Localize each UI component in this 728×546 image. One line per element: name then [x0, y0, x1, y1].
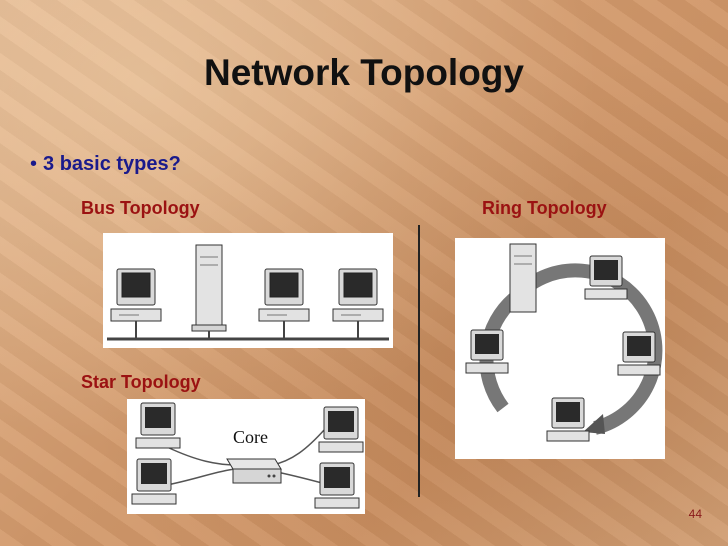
server-icon	[191, 244, 227, 332]
bus-diagram-svg	[107, 244, 389, 341]
hub-icon	[226, 458, 282, 484]
slide-title: Network Topology	[204, 52, 524, 93]
bus-topology-diagram	[103, 233, 393, 348]
bus-topology-label: Bus Topology	[81, 198, 200, 218]
bullet-text: 3 basic types?	[43, 153, 181, 175]
computer-icon	[258, 268, 310, 322]
computer-icon	[110, 268, 162, 322]
star-diagram-svg: Core	[131, 402, 364, 509]
core-label: Core	[233, 427, 268, 447]
ring-topology-label: Ring Topology	[482, 198, 607, 218]
bullet-marker: •	[30, 153, 38, 175]
star-topology-label: Star Topology	[81, 372, 201, 392]
server-icon	[509, 243, 537, 313]
ring-topology-diagram	[455, 238, 665, 459]
computer-icon	[617, 331, 661, 376]
arrow-icon	[583, 414, 605, 434]
ring-diagram-svg	[465, 243, 663, 442]
computer-icon	[584, 255, 628, 300]
computer-icon	[135, 402, 181, 449]
computer-icon	[332, 268, 384, 322]
divider-line	[418, 225, 420, 497]
bullet-item: • 3 basic types?	[30, 153, 181, 176]
computer-icon	[318, 406, 364, 453]
page-number: 44	[688, 507, 702, 521]
star-topology-diagram: Core	[127, 399, 365, 514]
computer-icon	[314, 462, 360, 509]
computer-icon	[546, 397, 590, 442]
computer-icon	[131, 458, 177, 505]
computer-icon	[465, 329, 509, 374]
